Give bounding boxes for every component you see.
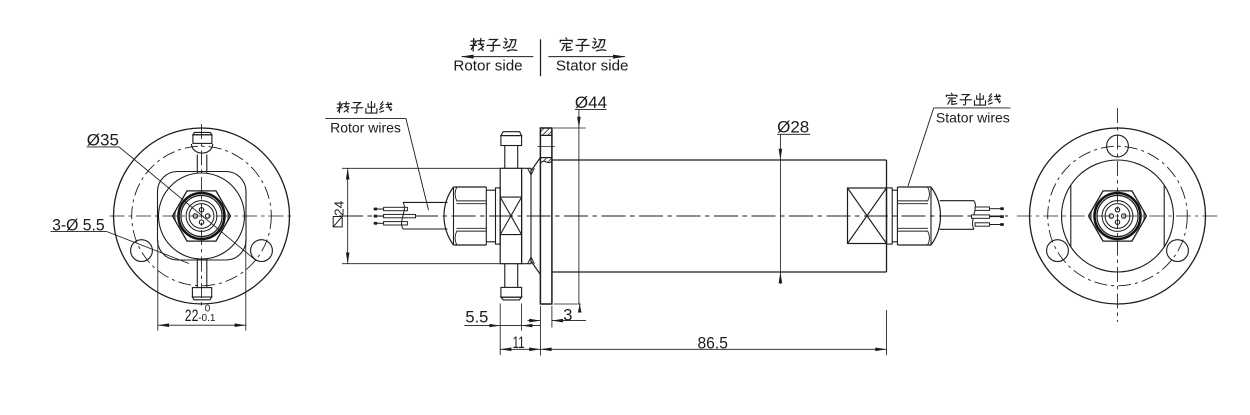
svg-text:11: 11 (513, 334, 525, 352)
svg-text:3-Ø 5.5: 3-Ø 5.5 (52, 215, 105, 234)
svg-text:Stator side: Stator side (556, 58, 629, 75)
svg-text:22: 22 (185, 307, 199, 325)
svg-text:Ø28: Ø28 (777, 117, 809, 136)
svg-text:Stator wires: Stator wires (936, 109, 1010, 125)
svg-text:Ø35: Ø35 (87, 131, 119, 150)
svg-text:5.5: 5.5 (465, 309, 488, 327)
svg-text:24: 24 (332, 201, 347, 216)
svg-text:0: 0 (205, 304, 211, 315)
svg-text:Rotor wires: Rotor wires (330, 119, 401, 135)
svg-text:3: 3 (563, 306, 572, 324)
svg-text:86.5: 86.5 (698, 335, 728, 353)
svg-text:Ø44: Ø44 (575, 93, 607, 112)
svg-text:Rotor side: Rotor side (453, 58, 522, 75)
svg-text:-0.1: -0.1 (198, 313, 216, 324)
